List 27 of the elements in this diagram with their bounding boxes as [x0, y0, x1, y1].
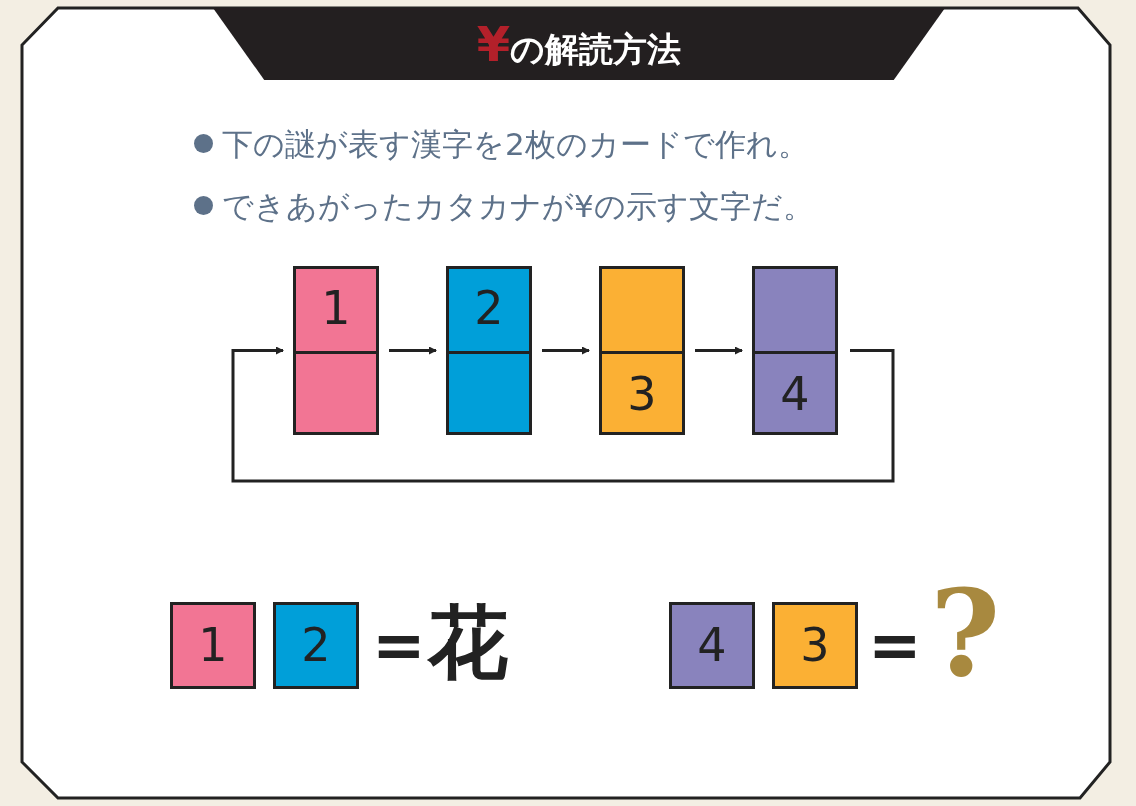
card — [669, 602, 755, 689]
card-number: 3 — [799, 622, 831, 668]
card-number: 2 — [300, 622, 332, 668]
card — [446, 266, 532, 435]
instruction-text: できあがったカタカナが¥の示す文字だ。 — [222, 187, 814, 226]
card-number: 4 — [779, 371, 811, 417]
equals-sign: = — [372, 610, 426, 680]
title: ¥の解読方法 — [475, 18, 683, 74]
card-number: 4 — [696, 622, 728, 668]
card-number: 2 — [473, 285, 505, 331]
equals-sign: = — [868, 610, 922, 680]
arrow — [542, 346, 590, 355]
arrow — [389, 346, 437, 355]
arrow — [695, 346, 743, 355]
card-number: 1 — [320, 285, 352, 331]
instruction-text: 下の謎が表す漢字を2枚のカードで作れ。 — [222, 125, 809, 164]
arrow — [231, 346, 895, 483]
card — [273, 602, 359, 689]
question-mark: ? — [930, 568, 1001, 698]
card — [293, 266, 379, 435]
card-number: 3 — [626, 371, 658, 417]
answer-kanji: 花 — [428, 598, 508, 688]
card — [599, 266, 685, 435]
card — [752, 266, 838, 435]
card-number: 1 — [197, 622, 229, 668]
card — [170, 602, 256, 689]
card — [772, 602, 858, 689]
